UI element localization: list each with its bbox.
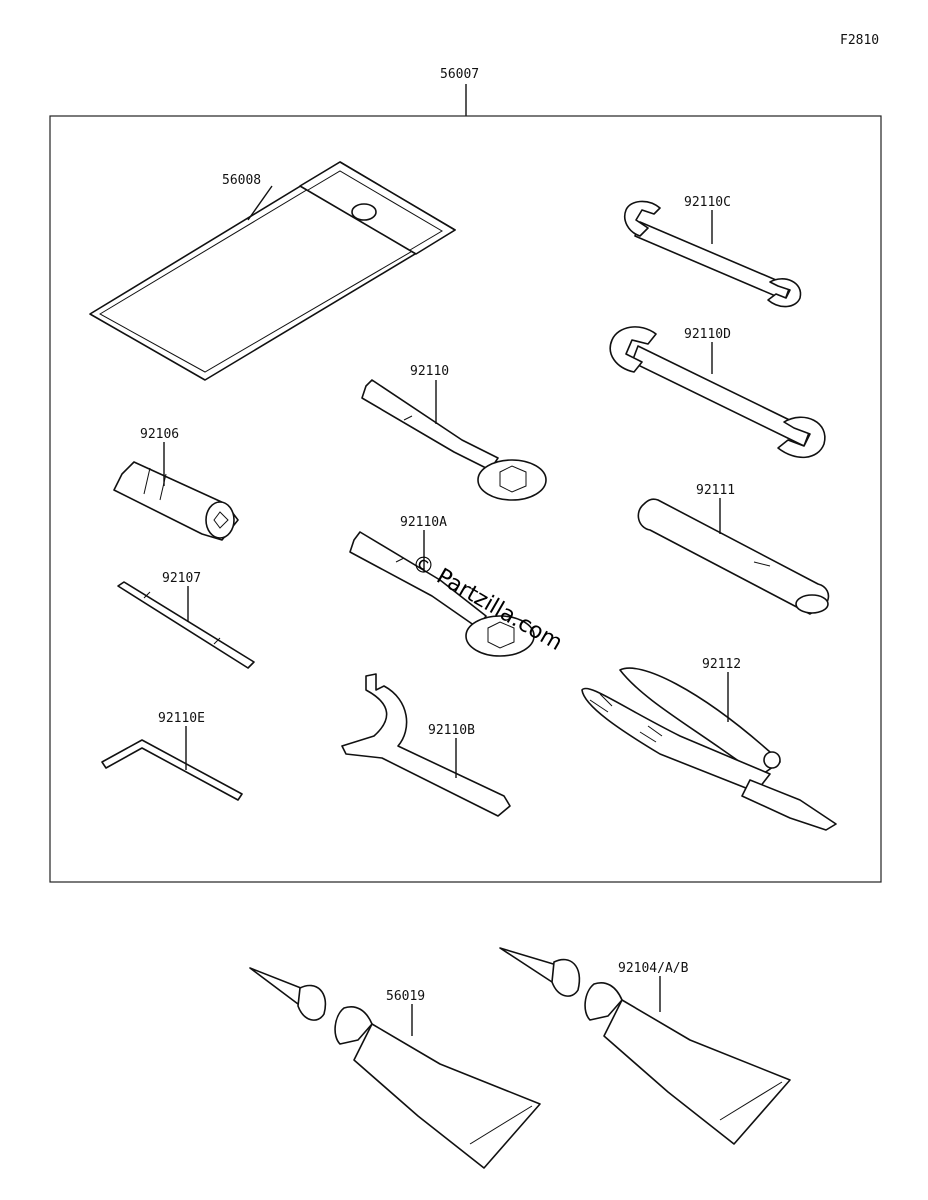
hook-wrench bbox=[341, 673, 511, 817]
handle-bar bbox=[637, 498, 830, 615]
open-end-wrench-d bbox=[609, 326, 826, 459]
leader-pouch bbox=[247, 185, 273, 221]
figure-id: F2810 bbox=[840, 33, 879, 48]
label-tube-1: 56019 bbox=[386, 989, 425, 1004]
kit-frame bbox=[49, 115, 882, 883]
label-wrench-c: 92110C bbox=[684, 195, 731, 210]
box-wrench bbox=[361, 379, 547, 501]
pliers bbox=[581, 667, 837, 831]
screwdriver-bit bbox=[117, 581, 255, 669]
label-screwdriver: 92107 bbox=[162, 571, 201, 586]
hex-key bbox=[101, 739, 243, 801]
tube-56019 bbox=[249, 967, 541, 1169]
label-pouch: 56008 bbox=[222, 173, 261, 188]
tool-pouch bbox=[89, 161, 456, 381]
label-handle: 92111 bbox=[696, 483, 735, 498]
label-hex-key: 92110E bbox=[158, 711, 205, 726]
label-socket: 92106 bbox=[140, 427, 179, 442]
box-wrench-a bbox=[349, 531, 535, 657]
label-wrench-d: 92110D bbox=[684, 327, 731, 342]
tube-92104 bbox=[499, 947, 791, 1145]
label-hook-wrench: 92110B bbox=[428, 723, 475, 738]
label-kit: 56007 bbox=[440, 67, 479, 82]
socket bbox=[113, 461, 239, 541]
open-end-wrench-c bbox=[624, 200, 802, 308]
label-box-wrench-a: 92110A bbox=[400, 515, 447, 530]
label-tube-2: 92104/A/B bbox=[618, 961, 689, 976]
label-pliers: 92112 bbox=[702, 657, 741, 672]
label-box-wrench: 92110 bbox=[410, 364, 449, 379]
